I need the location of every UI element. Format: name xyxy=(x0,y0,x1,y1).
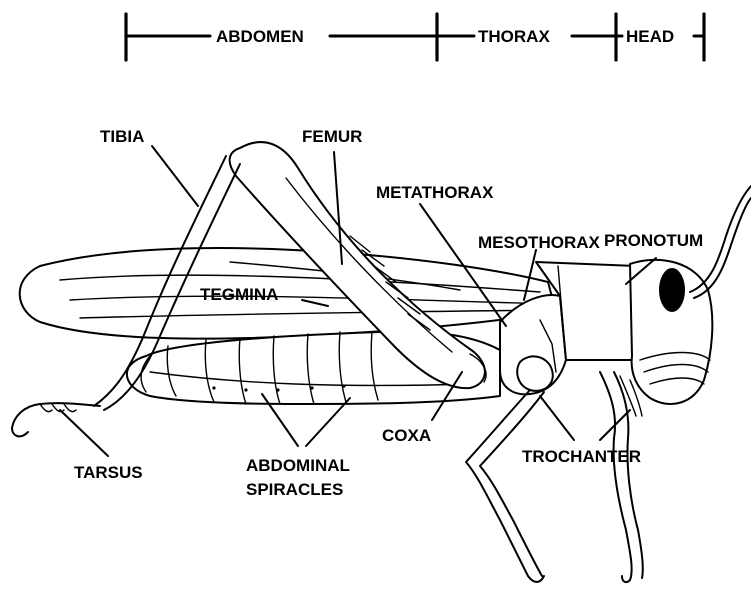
label-femur: FEMUR xyxy=(302,127,362,146)
leader-spiracles xyxy=(306,398,350,446)
label-tarsus: TARSUS xyxy=(74,463,143,482)
label-spiracles: SPIRACLES xyxy=(246,480,343,499)
label-coxa: COXA xyxy=(382,426,431,445)
label-pronotum: PRONOTUM xyxy=(604,231,703,250)
segment-label-abdomen: ABDOMEN xyxy=(216,27,304,46)
leader-trochanter xyxy=(540,396,574,440)
segment-label-thorax: THORAX xyxy=(478,27,550,46)
compound-eye xyxy=(659,268,685,312)
tarsus-segments xyxy=(40,404,76,412)
mouthpart xyxy=(620,376,636,416)
middle-leg xyxy=(480,392,544,576)
spiracle-dot xyxy=(244,388,247,391)
spiracle-dot xyxy=(212,386,215,389)
spiracle-dot xyxy=(310,386,313,389)
leader-tarsus xyxy=(60,410,108,456)
spiracle-dot xyxy=(342,384,345,387)
segment-scale-bar: ABDOMEN THORAX HEAD xyxy=(126,14,704,60)
grasshopper-illustration xyxy=(12,142,751,582)
label-metathorax: METATHORAX xyxy=(376,183,494,202)
middle-leg xyxy=(466,390,544,582)
label-abdominal: ABDOMINAL xyxy=(246,456,350,475)
tegmina-wing xyxy=(20,248,556,339)
label-tibia: TIBIA xyxy=(100,127,144,146)
leader-tibia xyxy=(152,146,198,206)
spiracle-dot xyxy=(276,388,279,391)
label-tegmina: TEGMINA xyxy=(200,285,278,304)
middle-coxa xyxy=(517,356,553,390)
label-trochanter: TROCHANTER xyxy=(522,447,641,466)
segment-label-head: HEAD xyxy=(626,27,674,46)
label-mesothorax: MESOTHORAX xyxy=(478,233,601,252)
front-leg xyxy=(600,372,632,582)
